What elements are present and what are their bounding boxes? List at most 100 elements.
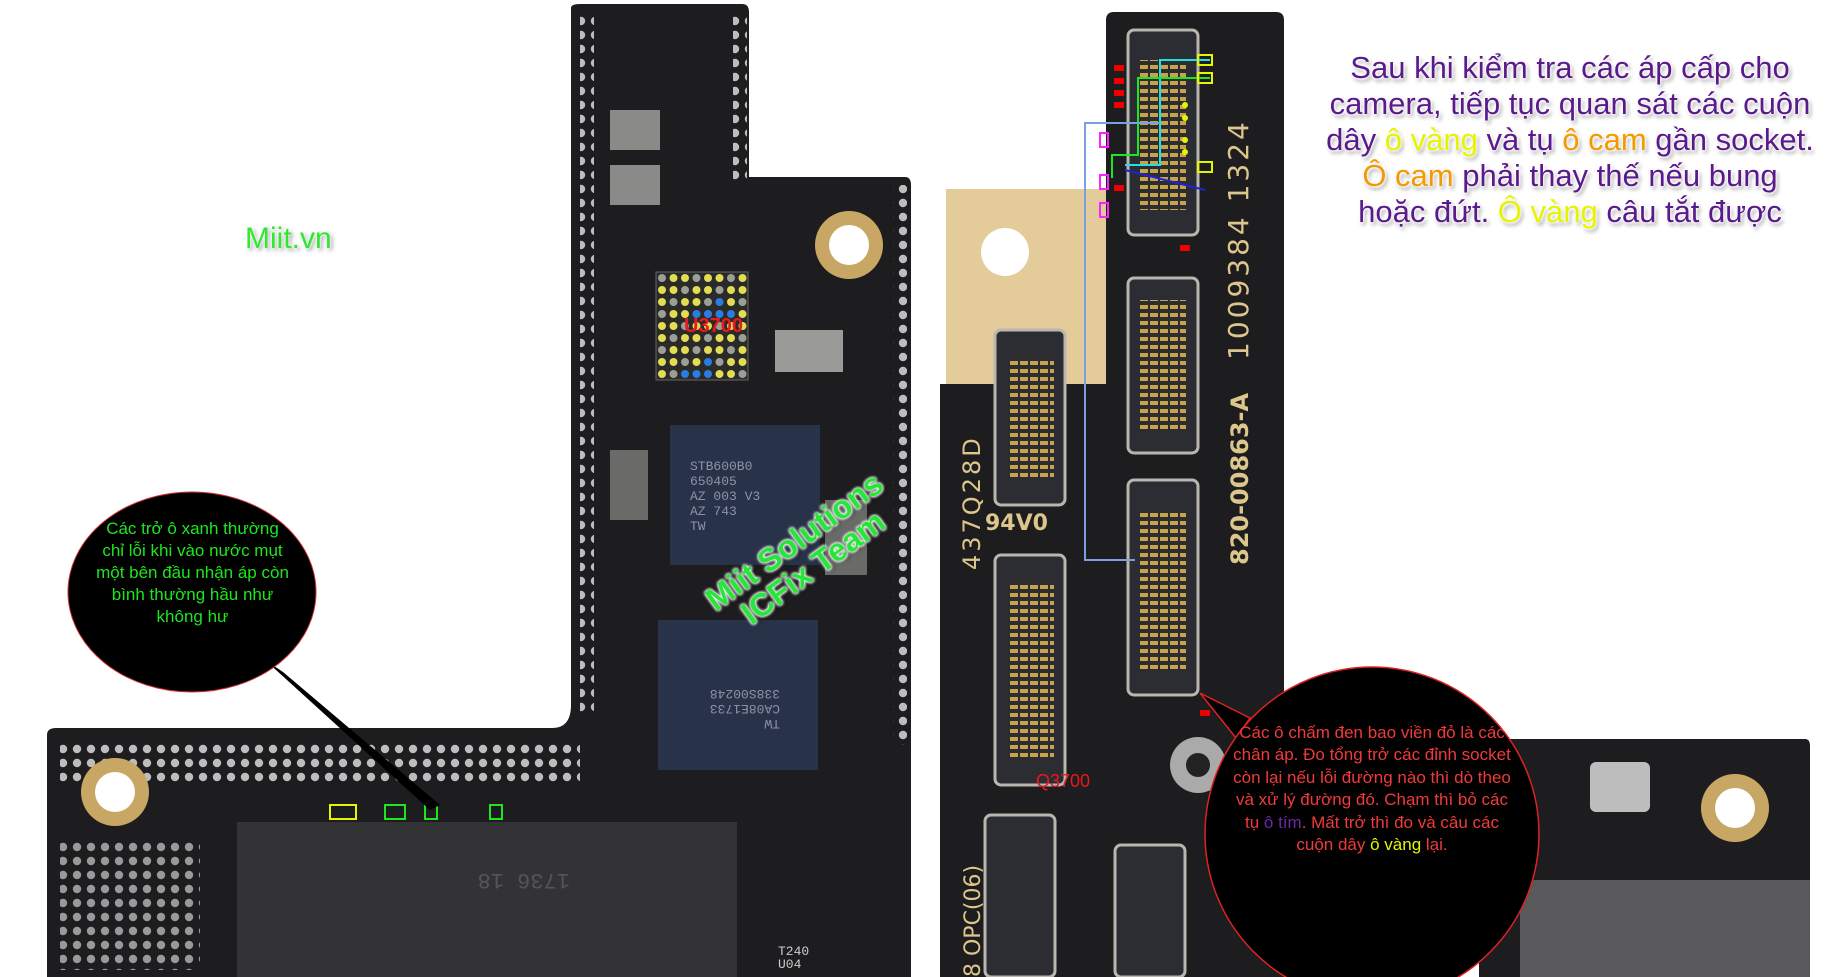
- svg-text:TW: TW: [690, 519, 706, 534]
- bubble-yellow-box: ô vàng: [1370, 835, 1422, 855]
- svg-text:STB600B0: STB600B0: [690, 459, 752, 474]
- bga-ball: [738, 310, 747, 318]
- svg-text:AZ 003 V3: AZ 003 V3: [690, 489, 760, 504]
- bga-ball: [658, 274, 666, 282]
- bga-ball: [727, 310, 735, 318]
- q3700-label: Q3700: [1036, 771, 1090, 791]
- bga-ball: [692, 358, 701, 366]
- bga-ball: [738, 346, 747, 354]
- bga-ball: [715, 346, 724, 354]
- note-orange-box: ô cam: [1562, 122, 1647, 157]
- bga-ball: [681, 322, 689, 330]
- bubble-text: Các ô chấm đen bao viền đỏ là các chân á…: [1233, 723, 1511, 832]
- site-watermark: Miit.vn: [245, 222, 332, 255]
- svg-text:1736 18: 1736 18: [478, 867, 570, 892]
- svg-text:650405: 650405: [690, 474, 737, 489]
- bga-ball: [658, 358, 666, 366]
- note-text: câu tắt được: [1597, 194, 1782, 229]
- bga-ball: [669, 310, 678, 318]
- note-text: Sau khi kiểm tra các áp cấp cho camera, …: [1326, 50, 1811, 157]
- bga-ball: [692, 298, 701, 306]
- bga-ball: [658, 310, 666, 318]
- bga-ball: [704, 322, 712, 330]
- chip-stb600b0: [670, 425, 820, 565]
- bga-ball: [704, 334, 712, 342]
- bga-ball: [738, 274, 747, 282]
- note-text: phải thay thế nếu bung hoặc đứt.: [1358, 158, 1778, 229]
- bga-ball: [669, 274, 678, 282]
- svg-text:TW: TW: [764, 716, 780, 731]
- bga-ball: [738, 358, 747, 366]
- bga-ball: [727, 322, 735, 330]
- instruction-note: Sau khi kiểm tra các áp cấp cho camera, …: [1325, 50, 1815, 230]
- svg-text:437Q28D: 437Q28D: [958, 435, 986, 570]
- svg-text:8 OPC(06): 8 OPC(06): [961, 865, 986, 977]
- bga-ball: [669, 346, 678, 354]
- bga-ball: [669, 298, 678, 306]
- bga-ball: [681, 274, 689, 282]
- bga-ball: [658, 334, 666, 342]
- bga-ball: [681, 298, 689, 306]
- bga-ball: [704, 298, 712, 306]
- svg-text:1009384 1324: 1009384 1324: [1222, 119, 1255, 360]
- bga-ball: [681, 334, 689, 342]
- bga-ball: [727, 370, 735, 378]
- bga-ball: [727, 274, 735, 282]
- bga-ball: [738, 322, 747, 330]
- nand-chip: [237, 822, 737, 977]
- bga-ball: [692, 370, 701, 378]
- pcb-silkscreen: 1009384 1324 820-00863-A 437Q28D 94V0 8 …: [958, 119, 1255, 977]
- bga-ball: [715, 310, 724, 318]
- bga-ball: [681, 358, 689, 366]
- note-text: gần socket.: [1646, 122, 1814, 157]
- bga-ball: [681, 370, 689, 378]
- bga-ball: [692, 334, 701, 342]
- bga-ball: [715, 334, 724, 342]
- bga-ball: [715, 370, 724, 378]
- chip-338s00248: [658, 620, 818, 770]
- bga-ball: [715, 298, 724, 306]
- bga-ball: [692, 274, 701, 282]
- svg-text:U04: U04: [778, 957, 802, 972]
- bga-ball: [727, 358, 735, 366]
- bga-ball: [692, 286, 701, 294]
- bga-ball: [681, 346, 689, 354]
- bga-ball: [692, 310, 701, 318]
- note-yellow-box: ô vàng: [1384, 122, 1478, 157]
- bga-ball: [704, 310, 712, 318]
- red-bubble-text: Các ô chấm đen bao viền đỏ là các chân á…: [1232, 722, 1512, 856]
- bga-ball: [715, 274, 724, 282]
- svg-text:94V0: 94V0: [985, 511, 1048, 536]
- bga-ball: [715, 322, 724, 330]
- note-text: và tụ: [1477, 122, 1563, 157]
- bga-ball: [738, 334, 747, 342]
- green-note-bubble: [67, 491, 317, 693]
- bga-ball: [681, 286, 689, 294]
- bga-ball: [738, 370, 747, 378]
- bga-ball: [704, 358, 712, 366]
- svg-text:AZ 743: AZ 743: [690, 504, 737, 519]
- bga-ball: [704, 346, 712, 354]
- red-note-bubble: [1204, 666, 1540, 977]
- bga-ball: [738, 298, 747, 306]
- bga-ball: [681, 310, 689, 318]
- bga-ball: [727, 334, 735, 342]
- note-orange-box: Ô cam: [1362, 158, 1454, 193]
- bga-ball: [704, 274, 712, 282]
- u3700-label: U3700: [684, 315, 743, 337]
- bga-ball: [692, 322, 701, 330]
- bubble-purple-box: ô tím: [1263, 812, 1302, 832]
- svg-text:338S00248: 338S00248: [710, 686, 780, 701]
- bga-ball: [669, 286, 678, 294]
- bga-ball: [658, 286, 666, 294]
- bga-ball: [658, 346, 666, 354]
- bubble-text: lại.: [1421, 835, 1448, 855]
- bga-ball: [704, 370, 712, 378]
- bga-ball: [669, 334, 678, 342]
- bga-ball: [669, 322, 678, 330]
- bga-ball: [658, 322, 666, 330]
- bga-ball: [692, 346, 701, 354]
- u3700-bga: [655, 271, 749, 381]
- bga-ball: [738, 286, 747, 294]
